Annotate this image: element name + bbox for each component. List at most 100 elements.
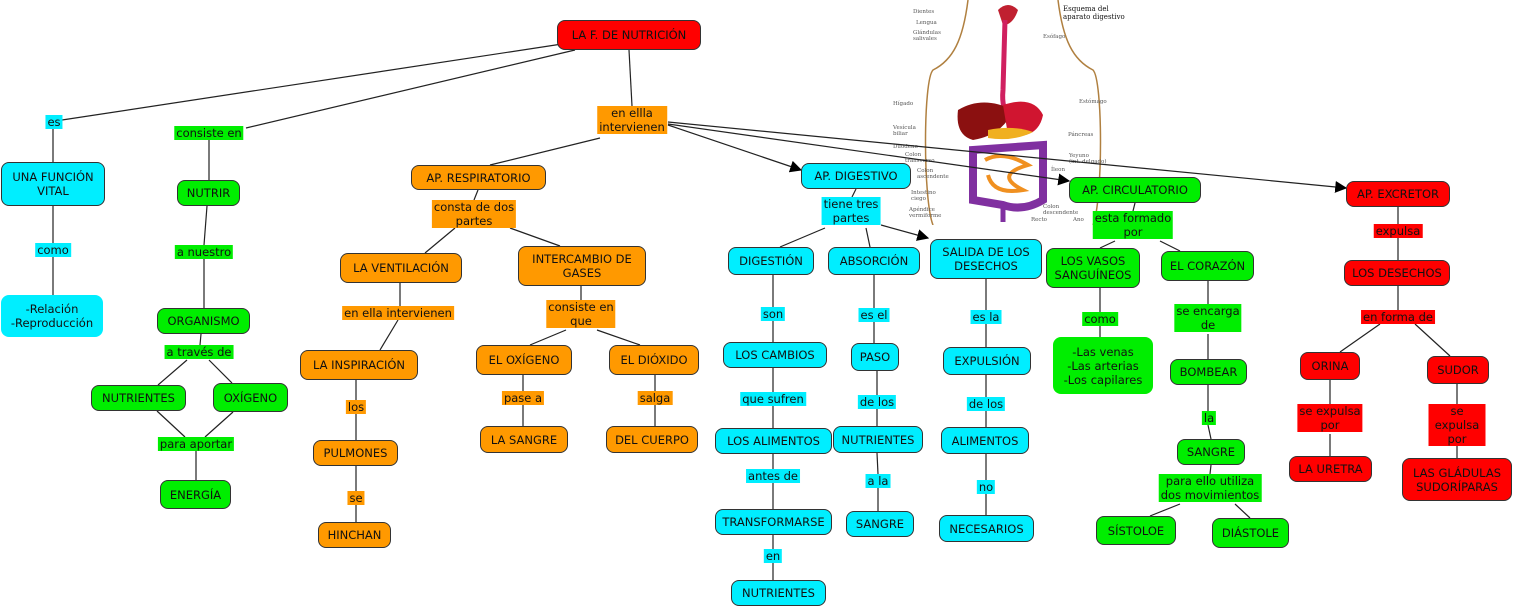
digestive-system-image: Esquema del aparato digestivo Dientes Le… <box>893 0 1133 226</box>
concept-los-desechos[interactable]: LOS DESECHOS <box>1344 260 1450 286</box>
link-label: antes de <box>746 469 800 483</box>
link-label: consta de dos partes <box>431 200 517 228</box>
link-label: esta formado por <box>1092 211 1174 239</box>
concept-energia[interactable]: ENERGÍA <box>160 480 231 509</box>
concept-funcion-vital[interactable]: UNA FUNCIÓN VITAL <box>1 162 105 206</box>
concept-el-dioxido[interactable]: EL DIÓXIDO <box>609 345 699 375</box>
digestive-system-illustration <box>924 0 1102 226</box>
concept-necesarios[interactable]: NECESARIOS <box>939 515 1034 542</box>
link-label: es <box>45 115 63 129</box>
link-label: a nuestro <box>174 245 234 259</box>
concept-oxigeno[interactable]: OXÍGENO <box>213 383 288 412</box>
link-label: es el <box>858 308 890 322</box>
link-label: para aportar <box>157 437 235 451</box>
concept-la-sangre[interactable]: LA SANGRE <box>480 426 568 453</box>
link-label: como <box>35 243 71 257</box>
concept-ap-circulatorio[interactable]: AP. CIRCULATORIO <box>1069 177 1201 203</box>
image-label: Estómago <box>1079 99 1107 105</box>
image-label: Dientes <box>913 9 935 15</box>
image-label: Glándulas salivales <box>913 30 941 42</box>
concept-bombear[interactable]: BOMBEAR <box>1170 359 1247 385</box>
concept-nutrientes-absorcion[interactable]: NUTRIENTES <box>833 426 923 453</box>
image-label: Apéndice vermiforme <box>909 207 942 219</box>
concept-sistole[interactable]: SÍSTOLOE <box>1096 516 1176 545</box>
link-label: que sufren <box>740 392 806 406</box>
link-label: tiene tres partes <box>821 197 881 225</box>
concept-hinchan[interactable]: HINCHAN <box>318 522 391 548</box>
link-label: la <box>1201 411 1217 425</box>
concept-ap-digestivo[interactable]: AP. DIGESTIVO <box>801 163 911 189</box>
image-label: Ano <box>1073 217 1084 223</box>
image-label: Duodeno <box>893 144 918 150</box>
image-label: Colon transverso <box>905 152 935 164</box>
image-label: Vesícula biliar <box>893 125 916 137</box>
concept-corazon[interactable]: EL CORAZÓN <box>1161 251 1254 281</box>
concept-sudor[interactable]: SUDOR <box>1427 356 1489 384</box>
image-label: Hígado <box>893 101 914 107</box>
concept-digestion[interactable]: DIGESTIÓN <box>728 247 814 275</box>
link-label: en <box>763 549 783 563</box>
concept-vasos-sanguineos[interactable]: LOS VASOS SANGUÍNEOS <box>1046 248 1140 288</box>
link-label: se encarga de <box>1174 304 1242 332</box>
concept-uretra[interactable]: LA URETRA <box>1289 456 1372 482</box>
link-label: como <box>1082 312 1118 326</box>
link-label: a través de <box>164 345 234 359</box>
link-label: consiste en <box>174 126 244 140</box>
link-label: pase a <box>501 391 545 405</box>
concept-intercambio-gases[interactable]: INTERCAMBIO DE GASES <box>518 246 646 286</box>
image-label: Esófago <box>1043 34 1066 40</box>
concept-los-alimentos[interactable]: LOS ALIMENTOS <box>715 428 832 454</box>
concept-expulsion[interactable]: EXPULSIÓN <box>943 347 1031 375</box>
concept-ap-excretor[interactable]: AP. EXCRETOR <box>1346 181 1450 207</box>
concept-absorcion[interactable]: ABSORCIÓN <box>828 247 920 275</box>
image-caption: Esquema del aparato digestivo <box>1063 5 1125 21</box>
concept-sangre-absorcion[interactable]: SANGRE <box>846 511 914 537</box>
concept-transformarse[interactable]: TRANSFORMARSE <box>715 509 832 535</box>
link-label: salga <box>637 391 673 405</box>
concept-venas-arterias-capilares[interactable]: -Las venas -Las arterias -Los capilares <box>1053 337 1153 394</box>
concept-ap-respiratorio[interactable]: AP. RESPIRATORIO <box>411 165 546 190</box>
image-label: Páncreas <box>1068 132 1094 138</box>
concept-los-cambios[interactable]: LOS CAMBIOS <box>723 342 827 368</box>
link-label: son <box>760 307 786 321</box>
concept-nutrientes[interactable]: NUTRIENTES <box>91 385 186 411</box>
link-label: se <box>347 491 365 505</box>
image-label: Lengua <box>916 20 937 26</box>
concept-paso[interactable]: PASO <box>851 343 899 371</box>
concept-salida-desechos[interactable]: SALIDA DE LOS DESECHOS <box>930 239 1042 279</box>
concept-relacion-reproduccion[interactable]: -Relación -Reproducción <box>1 295 103 337</box>
concept-nutrir[interactable]: NUTRIR <box>177 180 240 206</box>
concept-nutrientes-digestion[interactable]: NUTRIENTES <box>731 580 826 606</box>
concept-sangre-circulatorio[interactable]: SANGRE <box>1177 439 1245 465</box>
link-label: los <box>345 400 367 414</box>
link-label: en ellla intervienen <box>597 106 667 134</box>
concept-del-cuerpo[interactable]: DEL CUERPO <box>606 426 698 453</box>
image-label: Intestino ciego <box>911 190 936 202</box>
image-label: Recto <box>1031 217 1047 223</box>
link-label: a la <box>865 474 891 488</box>
concept-ventilacion[interactable]: LA VENTILACIÓN <box>340 253 462 283</box>
concept-alimentos[interactable]: ALIMENTOS <box>941 427 1029 454</box>
link-label: consiste en que <box>546 300 616 328</box>
link-label: es la <box>970 310 1002 324</box>
concept-inspiracion[interactable]: LA INSPIRACIÓN <box>300 350 418 380</box>
link-label: para ello utiliza dos movimientos <box>1158 474 1262 502</box>
image-label: Íleon <box>1051 167 1066 173</box>
concept-root[interactable]: LA F. DE NUTRICIÓN <box>557 20 701 50</box>
link-label: de los <box>966 397 1006 411</box>
link-label: se expulsa por <box>1297 404 1363 432</box>
image-label: Colon descendente <box>1043 204 1079 216</box>
concept-orina[interactable]: ORINA <box>1300 352 1360 380</box>
link-label: en forma de <box>1361 310 1435 324</box>
concept-pulmones[interactable]: PULMONES <box>313 440 398 466</box>
link-label: de los <box>857 395 897 409</box>
link-label: no <box>976 480 996 494</box>
link-label: se expulsa por <box>1428 404 1486 446</box>
concept-diastole[interactable]: DIÁSTOLE <box>1212 518 1289 548</box>
image-label: Colon ascendente <box>917 168 949 180</box>
concept-glandulas-sudoriparas[interactable]: LAS GLÁDULAS SUDORÍPARAS <box>1402 458 1512 501</box>
concept-organismo[interactable]: ORGANISMO <box>157 308 250 334</box>
concept-el-oxigeno[interactable]: EL OXÍGENO <box>476 345 572 375</box>
